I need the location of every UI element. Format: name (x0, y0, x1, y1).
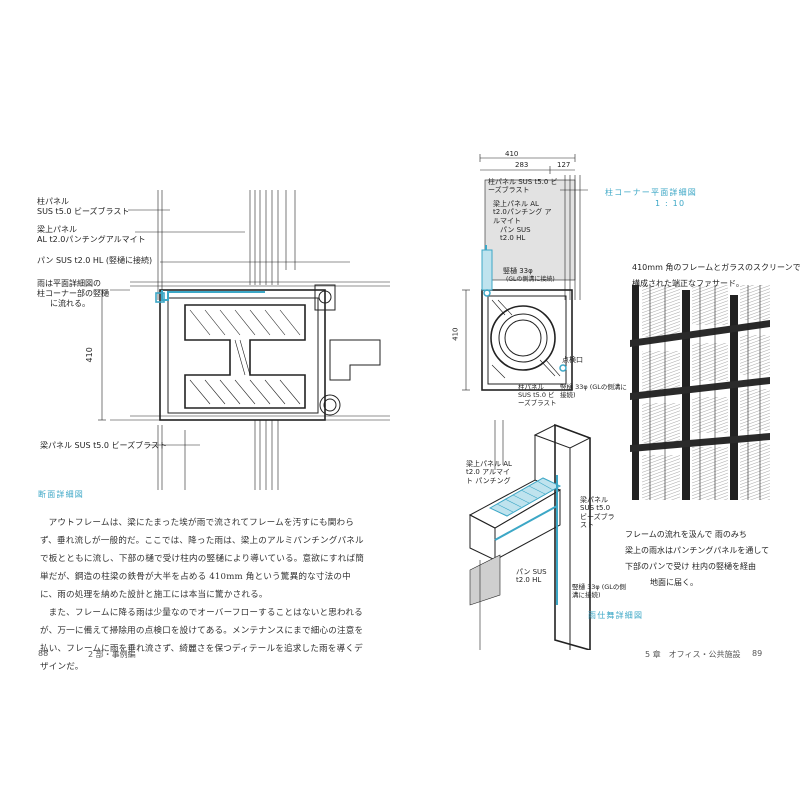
iso-note-line1: フレームの流れを汲んで 雨のみち (625, 530, 747, 539)
body-paragraph-2: また、フレームに降る雨は少量なのでオーバーフローすることはないと思われるが、万一… (40, 608, 364, 672)
plan-dim-left: 283 (515, 161, 529, 169)
plan-detail-drawing (462, 154, 588, 391)
photo-caption-line2: 構成された端正なファサード。 (632, 279, 744, 288)
footer-section-right: 5 章 オフィス・公共施設 (645, 650, 741, 659)
plan-label-downpipe-note: (GLの側溝に接続) (506, 276, 555, 283)
plan-label-pan: パン SUS t2.0 HL (500, 226, 531, 243)
label-note-line3: に流れる。 (50, 299, 90, 308)
plan-scale: 1 : 10 (655, 199, 686, 208)
plan-caption: 柱コーナー平面詳細図 (605, 188, 697, 197)
section-caption: 断面詳細図 (38, 490, 84, 499)
iso-note-line4: 地面に届く。 (650, 578, 698, 587)
footer-section-left: 2 部・事例編 (88, 650, 136, 659)
footer-page-number-left: 88 (38, 649, 49, 658)
label-note-line2: 柱コーナー部の竪樋 (37, 289, 109, 298)
plan-dim-total: 410 (505, 150, 519, 158)
footer-page-number-right: 89 (752, 649, 763, 658)
plan-label-column-panel: 柱パネル SUS t5.0 ビーズブラスト (488, 178, 558, 195)
photo-caption-line1: 410mm 角のフレームとガラスのスクリーンで (632, 263, 800, 272)
body-text: アウトフレームは、梁にたまった埃が雨で流されてフレームを汚すにも関わらず、垂れ流… (40, 514, 366, 676)
isometric-rain-detail (468, 420, 592, 650)
iso-caption: 雨仕舞詳細図 (588, 611, 644, 620)
iso-label-pan: パン SUS t2.0 HL (516, 568, 547, 585)
iso-note-line3: 下部のパンで受け 柱内の竪樋を経由 (625, 562, 756, 571)
body-paragraph-1: アウトフレームは、梁にたまった埃が雨で流されてフレームを汚すにも関わらず、垂れ流… (40, 518, 364, 600)
plan-label-column-panel-bottom: 柱パネル SUS t5.0 ビーズブラスト (518, 383, 557, 407)
plan-label-beam-top-panel: 梁上パネル AL t2.0パンチング アルマイト (493, 200, 552, 225)
iso-note-line2: 梁上の雨水はパンチングパネルを通して (625, 546, 770, 555)
label-beam-top-panel-spec: AL t2.0パンチングアルマイト (37, 235, 146, 244)
plan-dim-vertical: 410 (451, 327, 460, 341)
label-pan-spec: パン SUS t2.0 HL (竪樋に接続) (37, 256, 153, 265)
section-detail-drawing (98, 190, 390, 490)
label-note-line1: 雨は平面詳細図の (37, 279, 101, 288)
plan-dim-right: 127 (557, 161, 571, 169)
label-column-panel: 柱パネル (37, 197, 69, 206)
plan-label-downpipe: 竪樋 33φ (503, 267, 533, 275)
dimension-410: 410 (84, 347, 94, 363)
facade-sketch (630, 285, 770, 500)
iso-label-beam-top-panel: 梁上パネル AL t2.0 アルマイト パンチング (466, 460, 512, 485)
label-beam-top-panel: 梁上パネル (37, 225, 77, 234)
plan-label-downpipe-bottom: 竪樋 33φ (GLの側溝に接続) (560, 383, 627, 399)
iso-label-beam-panel: 梁パネル SUS t5.0 ビーズブラスト (580, 496, 615, 530)
plan-label-inspection: 点検口 (562, 356, 583, 364)
label-beam-bottom-panel: 梁パネル SUS t5.0 ビーズブラスト (40, 441, 167, 450)
iso-label-downpipe: 竪樋 33φ (GLの側溝に接続) (572, 583, 626, 599)
label-column-panel-spec: SUS t5.0 ビーズブラスト (37, 207, 130, 216)
